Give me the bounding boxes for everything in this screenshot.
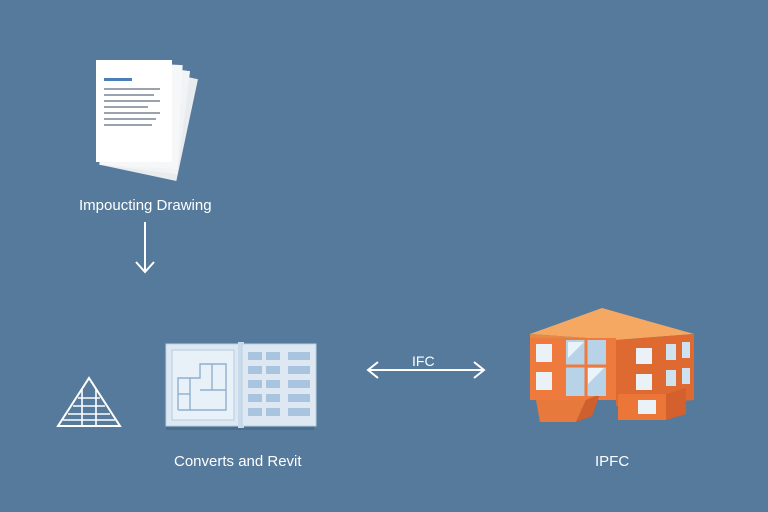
- converts-revit-label: Converts and Revit: [174, 453, 302, 470]
- bidirectional-arrow: [366, 360, 486, 380]
- blueprint-book-icon: [160, 338, 320, 434]
- document-stack-icon: [92, 56, 202, 186]
- ifc-arrow-label: IFC: [412, 353, 435, 369]
- triangle-ruler-icon: [56, 376, 122, 430]
- import-drawing-label: Impoucting Drawing: [79, 197, 212, 214]
- down-arrow: [134, 222, 156, 276]
- ipfc-label: IPFC: [595, 453, 630, 470]
- building-icon: [526, 306, 698, 428]
